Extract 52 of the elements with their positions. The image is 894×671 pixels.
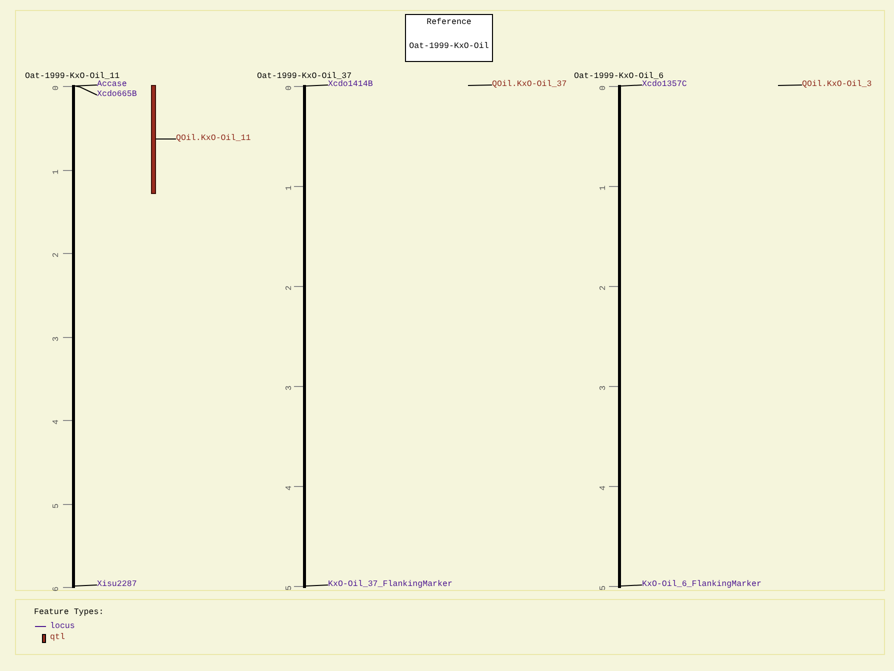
- marker-label: Accase: [97, 80, 127, 90]
- tick-label: 3: [285, 386, 295, 390]
- tick-label: 4: [52, 420, 62, 424]
- leader-line: [74, 86, 98, 96]
- qtl-label: QOil.KxO-Oil_11: [176, 134, 251, 144]
- marker-label: Xcdo665B: [97, 90, 137, 100]
- map-set-name: Oat-1999-KxO-Oil: [409, 42, 489, 52]
- tick-label: 3: [52, 336, 62, 341]
- leader-line: [156, 138, 176, 140]
- legend-text: locus: [50, 622, 75, 632]
- leader-line: [620, 84, 642, 86]
- tick-label: 1: [599, 186, 609, 190]
- leader-line: [306, 84, 328, 86]
- map-title: Oat-1999-KxO-Oil_6: [574, 72, 664, 81]
- tick-label: 0: [599, 86, 609, 90]
- qtl-bar: [151, 85, 156, 194]
- tick-label: 2: [599, 286, 609, 290]
- marker-label: Xisu2287: [97, 580, 137, 590]
- box-heading: Reference: [426, 18, 472, 28]
- leader-line: [620, 584, 642, 586]
- reference-box: [405, 14, 493, 62]
- legend-text: qtl: [50, 633, 65, 643]
- tick-label: 3: [599, 386, 609, 390]
- map-title: Oat-1999-KxO-Oil_11: [25, 72, 120, 81]
- qtl-label: QOil.KxO-Oil_3: [802, 80, 872, 90]
- leader-line: [306, 584, 328, 586]
- tick-label: 5: [285, 586, 295, 590]
- linkage-map-bar: [618, 85, 621, 588]
- map-title: Oat-1999-KxO-Oil_37: [257, 72, 352, 81]
- marker-label: Xcdo1414B: [328, 80, 373, 90]
- tick-label: 5: [52, 503, 62, 508]
- tick-label: 2: [52, 252, 62, 258]
- tick-label: 1: [52, 169, 62, 174]
- marker-label: Xcdo1357C: [642, 80, 687, 90]
- tick-label: 4: [285, 486, 295, 490]
- linkage-map-bar: [72, 85, 75, 588]
- leader-line: [74, 84, 98, 86]
- leader-line: [778, 84, 802, 86]
- linkage-map-bar: [303, 85, 306, 588]
- tick-label: 0: [52, 86, 62, 90]
- tick-label: 5: [599, 586, 609, 590]
- tick-label: 1: [285, 186, 295, 190]
- qtl-label: QOil.KxO-Oil_37: [492, 80, 567, 90]
- tick-label: 4: [599, 486, 609, 490]
- leader-line: [74, 584, 98, 586]
- leader-line: [468, 84, 492, 86]
- marker-label: KxO-Oil_37_FlankingMarker: [328, 580, 452, 590]
- marker-label: KxO-Oil_6_FlankingMarker: [642, 580, 762, 590]
- tick-label: 2: [285, 286, 295, 290]
- legend-heading: Feature Types:: [34, 608, 104, 618]
- tick-label: 6: [52, 586, 62, 592]
- tick-label: 0: [285, 86, 295, 90]
